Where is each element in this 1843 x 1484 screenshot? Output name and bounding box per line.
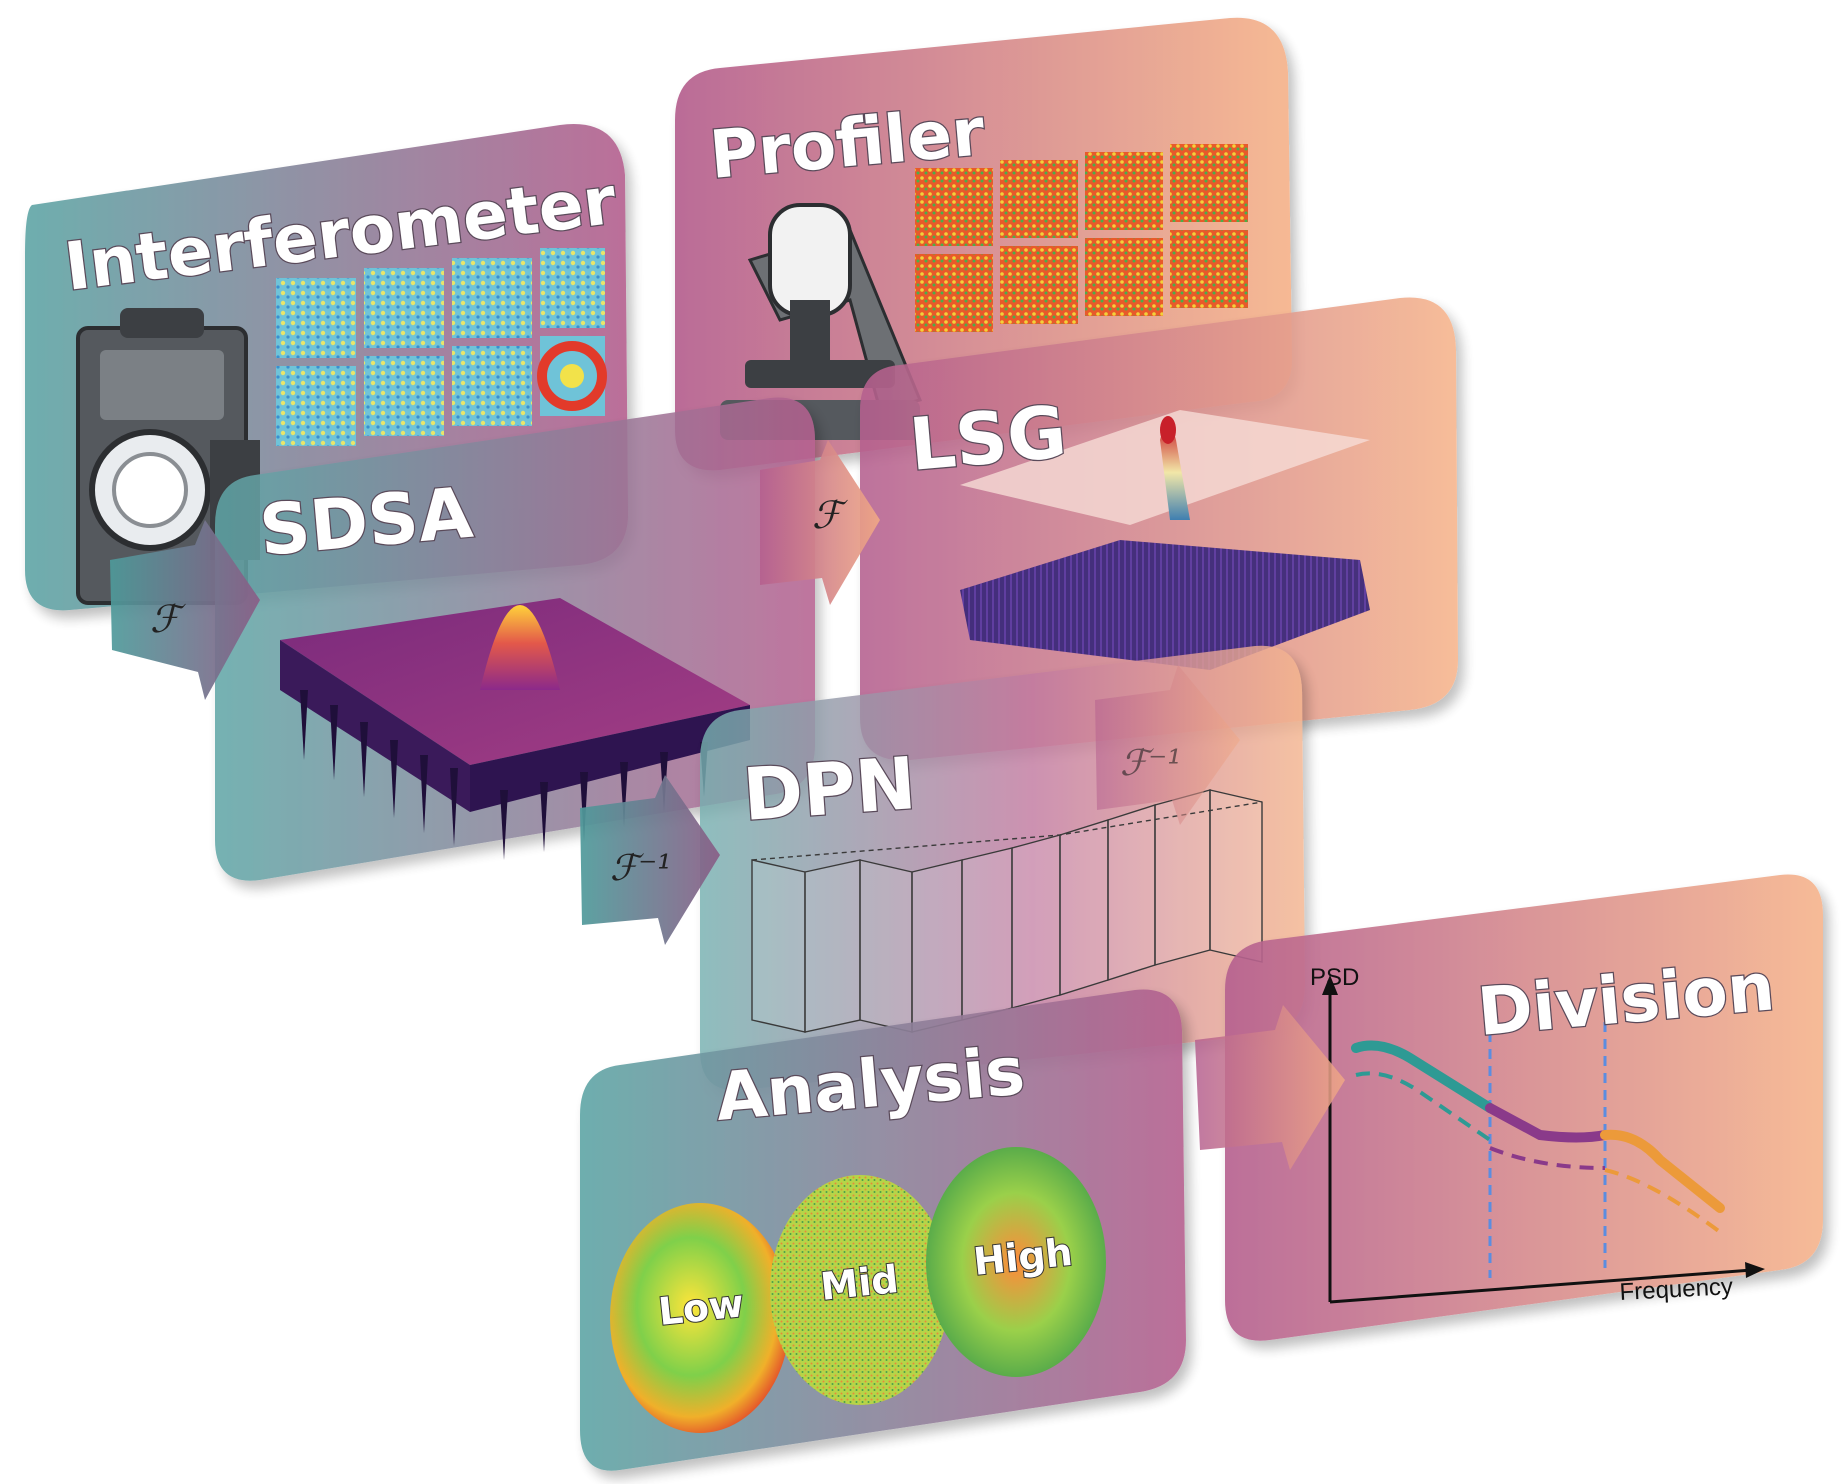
division-panel: PSD Frequency Division — [1225, 874, 1823, 1341]
inverse-fourier-symbol: ℱ⁻¹ — [610, 848, 672, 889]
profiler-map-grid — [915, 144, 1248, 332]
analysis-panel: Low Mid High Analysis — [580, 989, 1186, 1471]
arrow-interferometer-to-sdsa: ℱ — [110, 520, 260, 700]
interferometer-map-grid — [276, 248, 607, 446]
lsg-surface-plot — [960, 410, 1370, 670]
psd-chart — [1322, 975, 1765, 1304]
arrow-lsg-to-dpn: ℱ⁻¹ — [1095, 665, 1240, 825]
interferometer-panel: Interferometer — [25, 124, 629, 611]
arrow-profiler-to-lsg: ℱ — [760, 440, 880, 605]
lsg-panel: LSG — [860, 297, 1458, 761]
dpn-title: DPN — [740, 741, 918, 837]
sdsa-surface-plot — [280, 598, 750, 860]
frequency-axis-label: Frequency — [1619, 1273, 1734, 1306]
arrow-dpn-to-division — [1195, 1005, 1345, 1170]
psd-axis-label: PSD — [1310, 964, 1359, 991]
sdsa-title: SDSA — [256, 472, 475, 572]
analysis-band-high: High — [971, 1230, 1074, 1284]
dpn-network-layers — [751, 789, 1263, 1033]
arrow-sdsa-to-dpn: ℱ⁻¹ — [580, 775, 720, 945]
analysis-maps — [610, 1147, 1106, 1433]
lsg-title: LSG — [906, 390, 1070, 487]
analysis-band-mid: Mid — [818, 1257, 900, 1309]
analysis-band-low: Low — [656, 1281, 746, 1334]
inverse-fourier-symbol: ℱ⁻¹ — [1120, 743, 1182, 784]
sdsa-panel: SDSA — [215, 397, 815, 881]
